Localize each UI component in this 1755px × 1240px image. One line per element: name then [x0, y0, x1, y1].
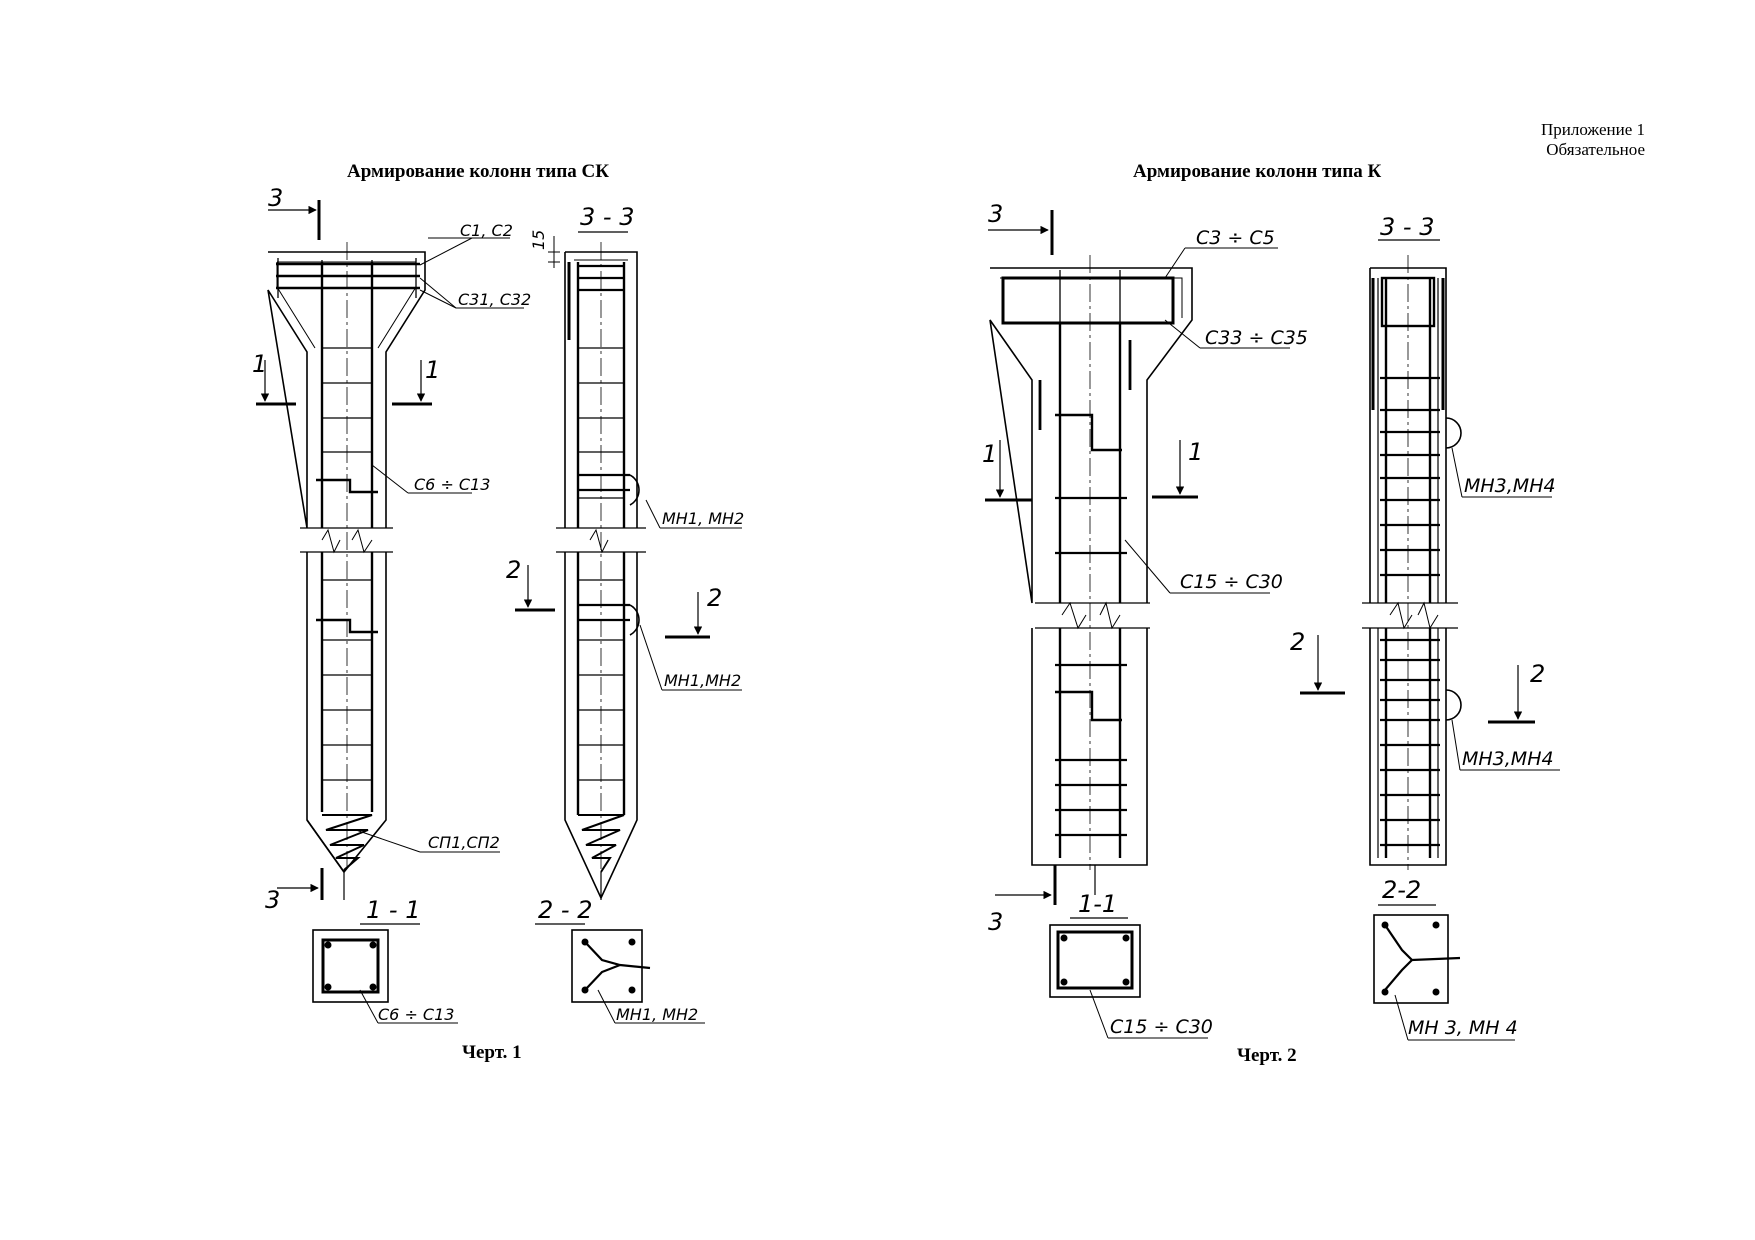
drawing1-caption: Черт. 1 — [462, 1042, 522, 1063]
cut-mark-3-bottom: 3 — [988, 908, 1003, 936]
appendix-label: Приложение 1 Обязательное — [1541, 120, 1645, 160]
cut-mark-1-right: 1 — [425, 356, 440, 384]
label-c15-c30-section: С15 ÷ С30 — [1110, 1016, 1213, 1038]
drawing1-title: Армирование колонн типа СК — [347, 161, 610, 182]
drawing2-title: Армирование колонн типа К — [1133, 161, 1382, 182]
drawing2-cross-sections — [1049, 914, 1515, 1041]
label-mn3-mn4-lower: МН3,МН4 — [1462, 748, 1554, 770]
drawing1-elevation — [256, 200, 524, 900]
drawing2-section-3-3 — [1070, 239, 1560, 919]
drawing2-labels: С3 ÷ С5 С33 ÷ С35 С15 ÷ С30 МН3,МН4 МН3,… — [982, 200, 1556, 1039]
drawing1-cross-sections — [312, 929, 705, 1024]
label-mn1-mn2-lower: МН1,МН2 — [664, 671, 741, 690]
cut-mark-2-right: 2 — [707, 584, 722, 612]
label-c15-c30: С15 ÷ С30 — [1180, 571, 1283, 593]
label-mn1-mn2-upper: МН1, МН2 — [662, 509, 744, 528]
label-mn3-mn4-upper: МН3,МН4 — [1464, 475, 1556, 497]
appendix-number: Приложение 1 — [1541, 120, 1645, 139]
label-c6-c13: С6 ÷ С13 — [414, 475, 490, 494]
label-c6-c13-section: С6 ÷ С13 — [378, 1005, 454, 1024]
drawing2-elevation — [985, 210, 1290, 905]
drawing2-caption: Черт. 2 — [1237, 1045, 1297, 1066]
cut-mark-3-top: 3 — [268, 184, 283, 212]
cut-mark-2-right: 2 — [1530, 660, 1545, 688]
drawing1-labels: С1, С2 С31, С32 С6 ÷ С13 СП1,СП2 МН1, МН… — [252, 184, 744, 1024]
label-c1-c2: С1, С2 — [460, 221, 513, 240]
label-c3-c5: С3 ÷ С5 — [1196, 227, 1275, 249]
drawing1-section-3-3 — [360, 231, 742, 925]
section-mark-3-3: 3 - 3 — [1380, 213, 1434, 241]
section-mark-2-2: 2 - 2 — [538, 896, 592, 924]
section-mark-3-3: 3 - 3 — [580, 203, 634, 231]
cut-mark-1-left: 1 — [982, 440, 997, 468]
cut-mark-1-left: 1 — [252, 350, 267, 378]
label-sp1-sp2: СП1,СП2 — [428, 833, 500, 852]
label-c33-c35: С33 ÷ С35 — [1205, 327, 1308, 349]
cut-mark-1-right: 1 — [1188, 438, 1203, 466]
label-c31-c32: С31, С32 — [458, 290, 531, 309]
section-mark-1-1: 1-1 — [1078, 890, 1117, 918]
cut-mark-3-bottom: 3 — [265, 886, 280, 914]
cut-mark-3-top: 3 — [988, 200, 1003, 228]
label-mn1-mn2-section: МН1, МН2 — [616, 1005, 698, 1024]
appendix-status: Обязательное — [1546, 140, 1645, 159]
dimension-15: 15 — [529, 230, 548, 250]
label-mn3-mn4-section: МН 3, МН 4 — [1408, 1017, 1518, 1039]
section-mark-2-2: 2-2 — [1382, 876, 1421, 904]
section-mark-1-1: 1 - 1 — [366, 896, 420, 924]
cut-mark-2-left: 2 — [1290, 628, 1305, 656]
cut-mark-2-left: 2 — [506, 556, 521, 584]
